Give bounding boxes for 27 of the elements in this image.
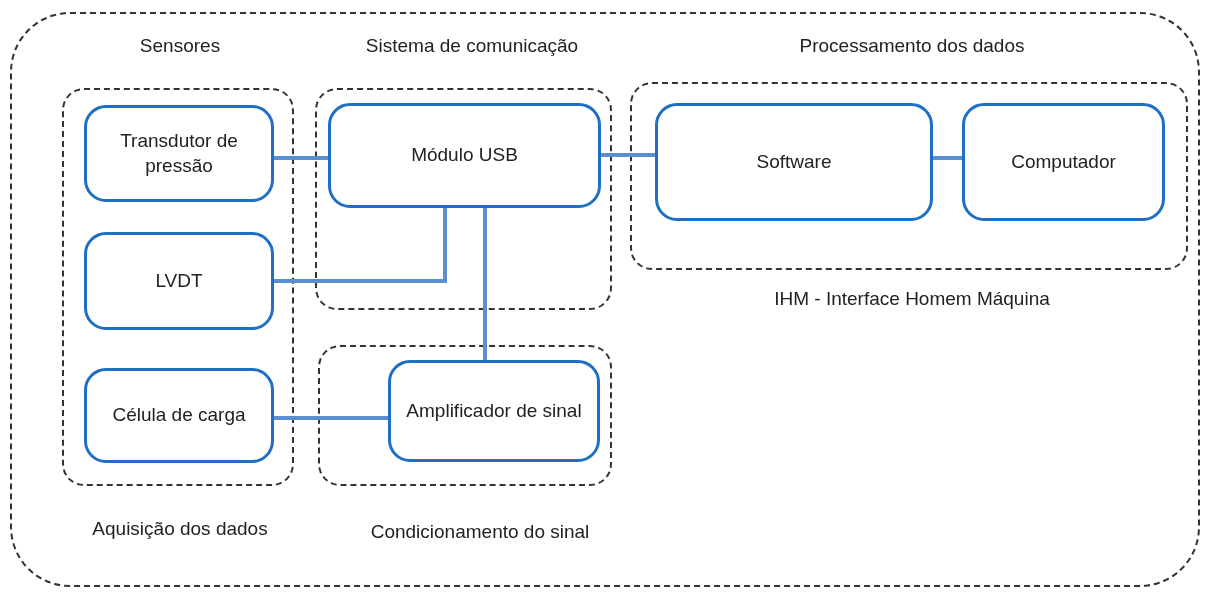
box-label: Computador bbox=[1010, 149, 1117, 174]
connector-line bbox=[274, 156, 328, 160]
system-boundary bbox=[10, 12, 1200, 587]
process-box bbox=[84, 368, 274, 463]
group-label: Condicionamento do sinal bbox=[370, 521, 590, 543]
connector-line bbox=[274, 208, 447, 283]
connector-line bbox=[483, 208, 487, 360]
process-box bbox=[328, 103, 601, 208]
group-label: Aquisição dos dados bbox=[92, 518, 268, 540]
process-box bbox=[962, 103, 1165, 221]
group-label: Processamento dos dados bbox=[799, 35, 1025, 57]
box-label: Software bbox=[755, 149, 833, 174]
connector-line bbox=[933, 156, 962, 160]
box-label: Módulo USB bbox=[410, 143, 519, 168]
process-box bbox=[84, 105, 274, 202]
process-box bbox=[388, 360, 600, 462]
box-label: Transdutor de pressão bbox=[119, 128, 239, 178]
group-label: IHM - Interface Homem Máquina bbox=[774, 288, 1050, 310]
process-box bbox=[655, 103, 933, 221]
connector-line bbox=[601, 153, 655, 157]
connector-line bbox=[274, 416, 388, 420]
box-label: Amplificador de sinal bbox=[405, 398, 583, 423]
group-label: Sensores bbox=[139, 35, 221, 57]
box-label: LVDT bbox=[154, 268, 204, 293]
group-label: Sistema de comunicação bbox=[365, 35, 579, 57]
box-label: Célula de carga bbox=[111, 403, 247, 428]
process-box bbox=[84, 232, 274, 330]
